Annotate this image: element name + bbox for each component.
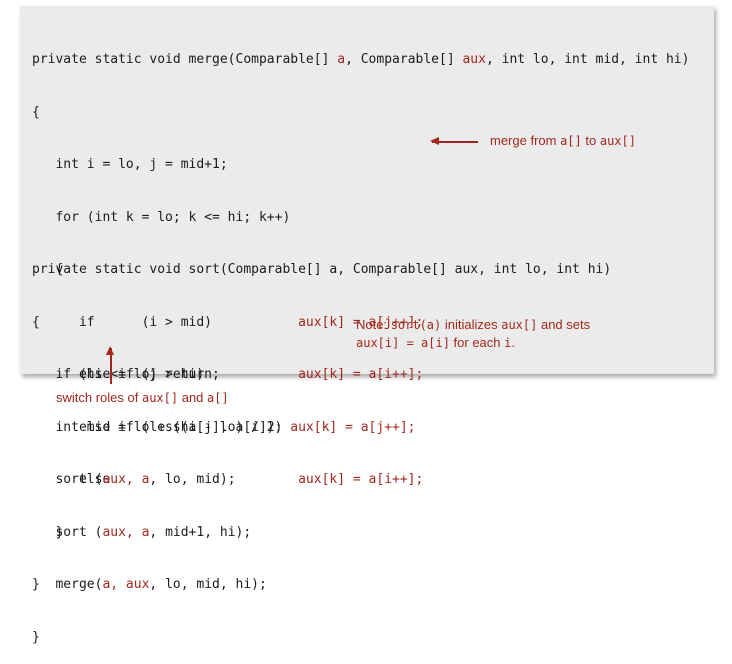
code-text: private static void merge(Comparable[]: [32, 52, 338, 67]
code-text: merge(: [32, 577, 103, 592]
note-text: initializes: [441, 317, 502, 332]
code-line: {: [32, 314, 40, 330]
code-highlight: aux[k] = a[i++];: [298, 367, 424, 382]
code-text: , Comparable[]: [345, 52, 463, 67]
code-line: else if (j > hi) aux[k] = a[i++];: [32, 366, 689, 384]
code-line: if (hi <= lo) return;: [32, 367, 220, 382]
code-line: private static void sort(Comparable[] a,…: [32, 262, 612, 277]
code-line: int i = lo, j = mid+1;: [32, 157, 228, 172]
code-text: , lo, mid, hi);: [149, 577, 267, 592]
switch-annotation: switch roles of aux[] and a[]: [56, 390, 229, 405]
code-line: for (int k = lo; k <= hi; k++): [32, 209, 291, 225]
code-line: int mid = lo + (hi - lo) / 2;: [32, 419, 283, 435]
code-text: sort (: [32, 524, 103, 540]
code-text: sort (: [32, 472, 103, 487]
sort-note-line1: Note: sort(a) initializes aux[] and sets: [356, 317, 590, 332]
note-code: a[]: [560, 134, 582, 148]
note-code: aux[]: [141, 391, 179, 405]
note-text: merge from: [490, 133, 561, 148]
note-code: i: [504, 336, 512, 350]
code-line: if (i > mid) aux[k] = a[j++];: [32, 314, 689, 332]
sort-code-block: private static void sort(Comparable[] a,…: [32, 226, 611, 664]
code-highlight: a: [337, 52, 346, 67]
sort-note-line2: aux[i] = a[i] for each i.: [356, 335, 515, 350]
code-line: }: [32, 629, 40, 645]
code-line: private static void merge(Comparable[] a…: [32, 51, 689, 69]
note-text: and: [178, 390, 208, 405]
note-text: to: [581, 133, 600, 148]
code-highlight: aux, a: [102, 524, 150, 540]
code-line: merge(a, aux, lo, mid, hi);: [32, 576, 611, 594]
code-highlight: aux[k] = a[j++];: [298, 314, 424, 330]
code-highlight: aux, a: [102, 472, 150, 487]
code-text: if (i > mid): [32, 314, 299, 330]
code-text: , lo, mid);: [149, 472, 236, 487]
up-arrow-icon: [107, 346, 113, 384]
code-line: {: [32, 104, 40, 120]
merge-annotation: merge from a[] to aux[]: [490, 133, 636, 148]
note-text: switch roles of: [56, 390, 142, 405]
code-highlight: aux: [462, 52, 486, 67]
note-code: sort(a): [390, 318, 442, 332]
code-text: else if (j > hi): [32, 367, 299, 382]
left-arrow-icon: [430, 138, 478, 144]
note-text: .: [511, 335, 515, 350]
code-text: , int lo, int mid, int hi): [485, 52, 690, 67]
code-highlight: a, aux: [102, 577, 150, 592]
note-code: aux[]: [599, 134, 636, 148]
note-text: and sets: [537, 317, 591, 332]
code-line: sort (aux, a, mid+1, hi);: [32, 524, 611, 542]
note-code: aux[i] = a[i]: [356, 336, 450, 350]
code-panel: [20, 6, 714, 374]
code-line: sort (aux, a, lo, mid);: [32, 471, 611, 489]
code-text: , mid+1, hi);: [149, 524, 252, 540]
note-text: Note:: [356, 317, 391, 332]
note-code: a[]: [207, 391, 229, 405]
note-text: for each: [449, 335, 505, 350]
code-line: {: [32, 262, 64, 277]
note-code: aux[]: [501, 318, 538, 332]
